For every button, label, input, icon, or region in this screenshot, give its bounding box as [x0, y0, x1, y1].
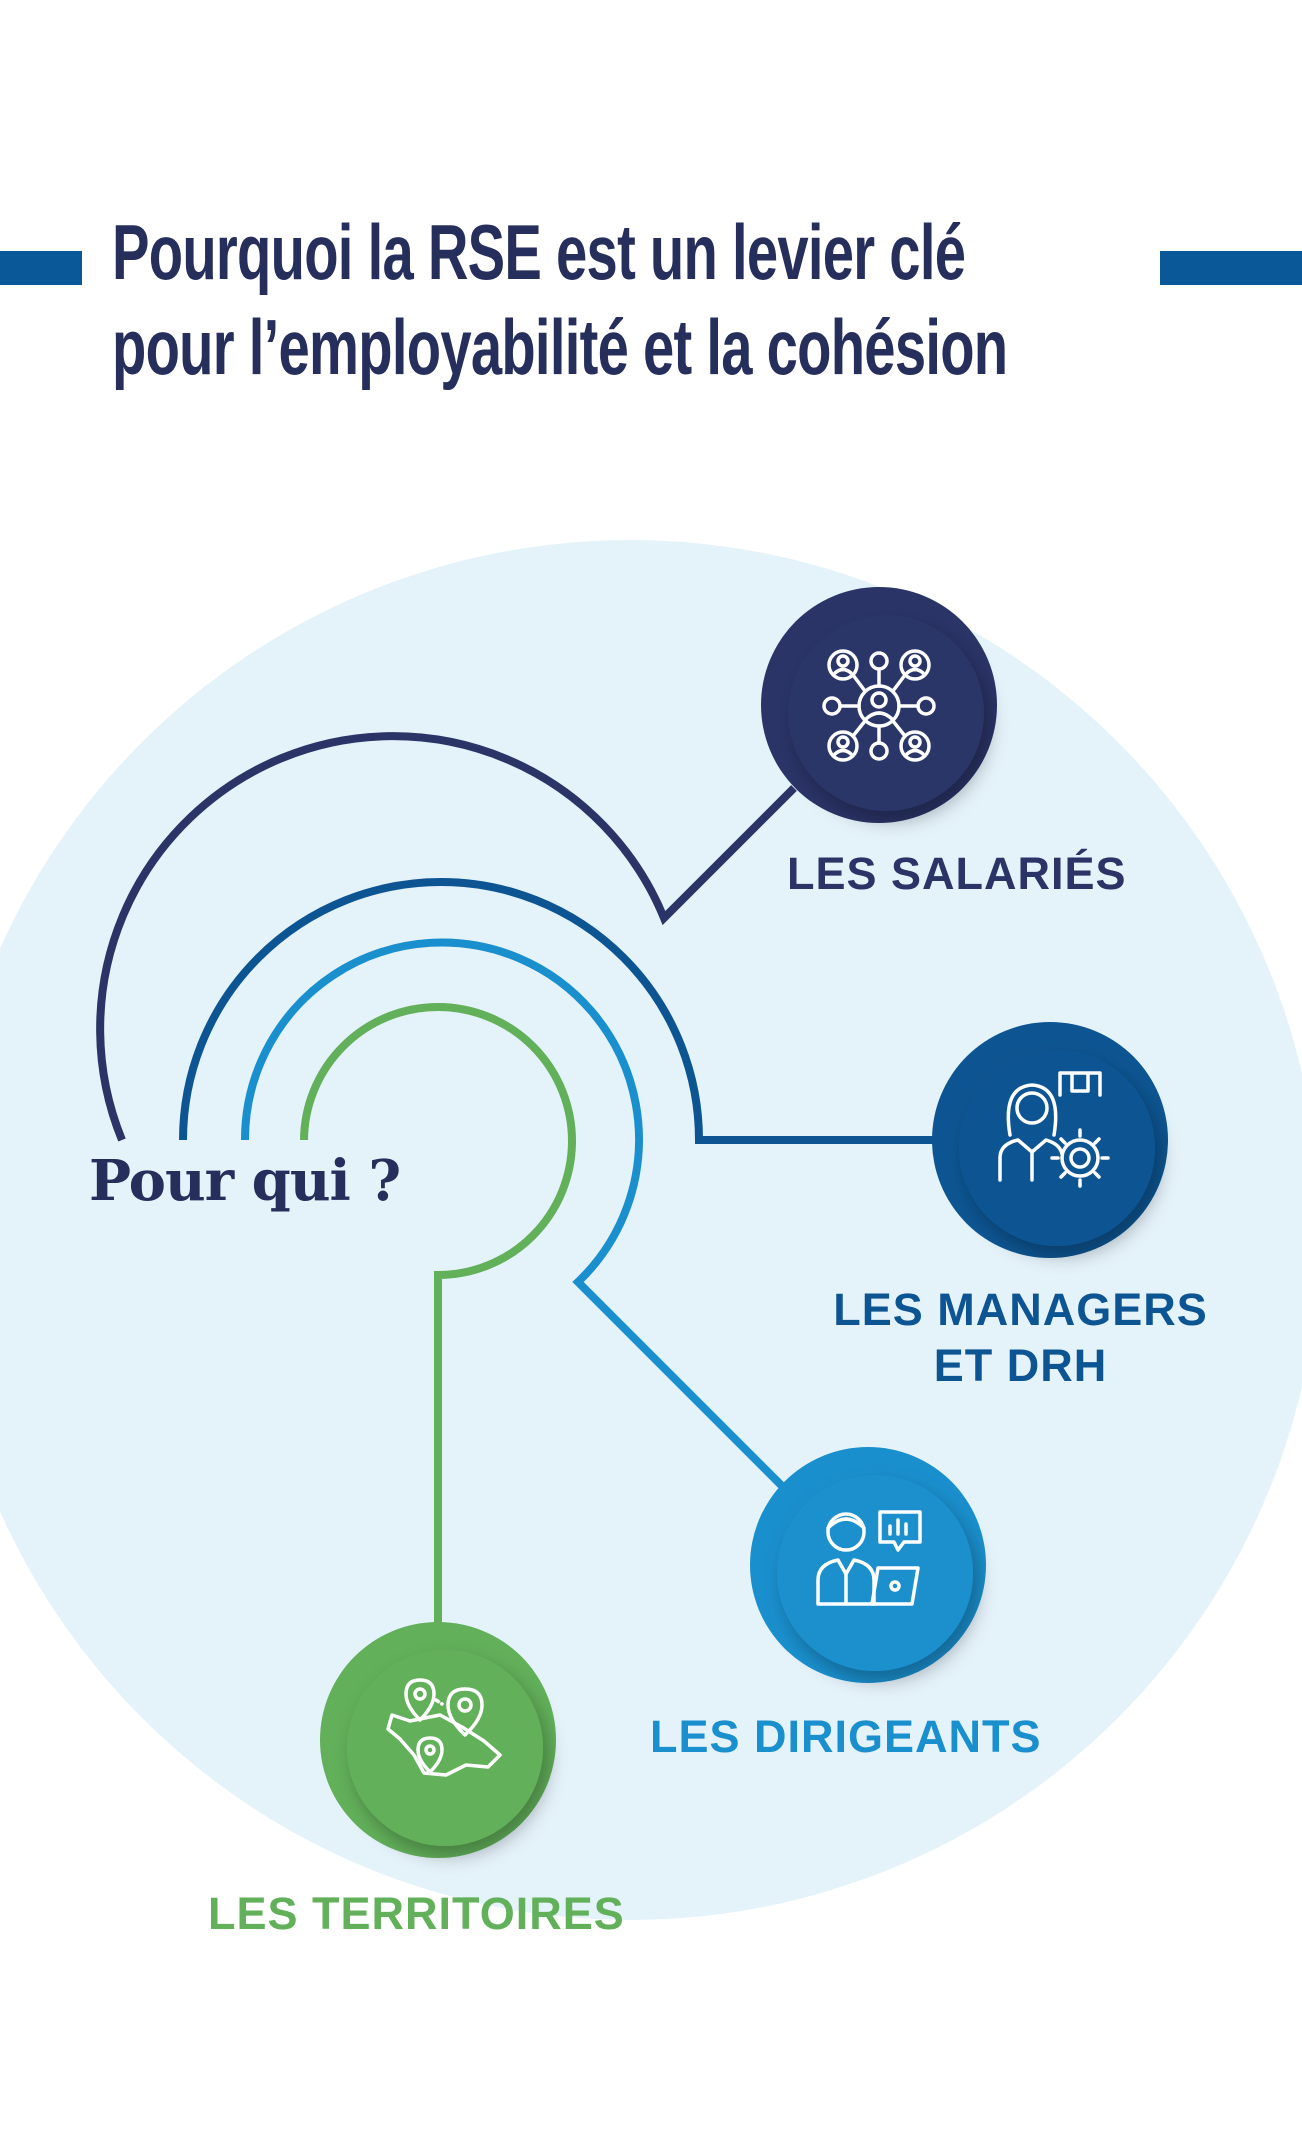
- label-territoires-line1: LES TERRITOIRES: [208, 1888, 625, 1939]
- connector-salaries: [96, 732, 797, 1142]
- executive-chart-icon: [816, 1510, 922, 1606]
- node-dirigeants-disc: [777, 1475, 973, 1671]
- label-managers-line2: ET DRH: [933, 1340, 1108, 1391]
- label-managers-line1: LES MANAGERS: [833, 1284, 1208, 1335]
- node-managers-disc: [959, 1050, 1155, 1246]
- connector-territoires: [300, 1003, 576, 1680]
- network-people-icon: [822, 649, 936, 762]
- node-salaries: [761, 587, 997, 823]
- label-salaries: LES SALARIÉS: [787, 846, 1127, 902]
- node-managers: [932, 1022, 1168, 1258]
- map-pins-icon: [386, 1678, 502, 1777]
- title-line-1: Pourquoi la RSE est un levier clé: [112, 208, 966, 296]
- label-territoires: LES TERRITOIRES: [208, 1886, 625, 1942]
- label-salaries-line1: LES SALARIÉS: [787, 848, 1127, 899]
- page-title: Pourquoi la RSE est un levier clé pour l…: [112, 205, 1008, 395]
- node-territoires: [320, 1622, 556, 1858]
- connector-managers: [179, 878, 935, 1144]
- node-dirigeants: [750, 1447, 986, 1683]
- manager-gear-icon: [998, 1071, 1110, 1188]
- label-dirigeants-line1: LES DIRIGEANTS: [650, 1711, 1042, 1762]
- title-accent-bar-right: [1160, 251, 1302, 285]
- title-line-2: pour l’employabilité et la cohésion: [112, 303, 1008, 391]
- center-question: Pour qui ?: [89, 1148, 401, 1214]
- connector-dirigeants: [240, 938, 793, 1497]
- label-managers: LES MANAGERS ET DRH: [818, 1282, 1223, 1394]
- label-dirigeants: LES DIRIGEANTS: [650, 1709, 1042, 1765]
- title-accent-bar-left: [0, 251, 82, 285]
- node-territoires-disc: [347, 1650, 543, 1846]
